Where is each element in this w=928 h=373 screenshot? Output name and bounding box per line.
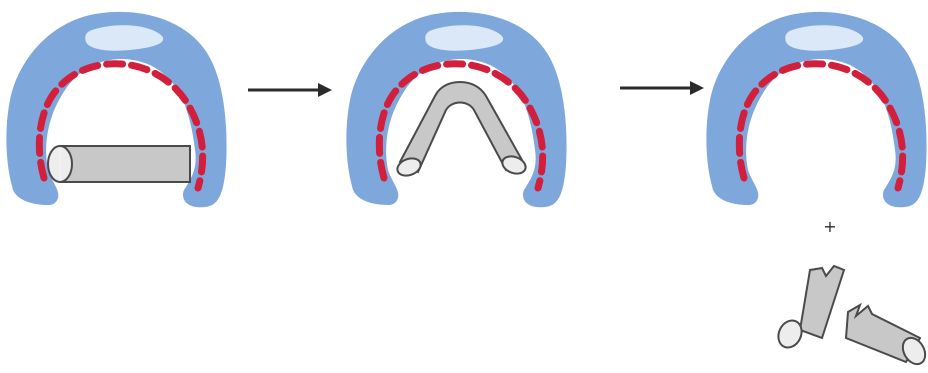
panel-products-released [706, 12, 926, 207]
panel-substrate-bound [6, 12, 226, 207]
arrow-1 [248, 83, 332, 97]
product-fragment-right [846, 305, 928, 368]
substrate-bent-rod [395, 82, 528, 179]
arrow-2 [620, 81, 704, 95]
substrate-rod [48, 146, 190, 182]
panel-substrate-bent [346, 12, 566, 207]
plus-sign: + [823, 217, 836, 236]
product-fragment-left [774, 266, 844, 351]
